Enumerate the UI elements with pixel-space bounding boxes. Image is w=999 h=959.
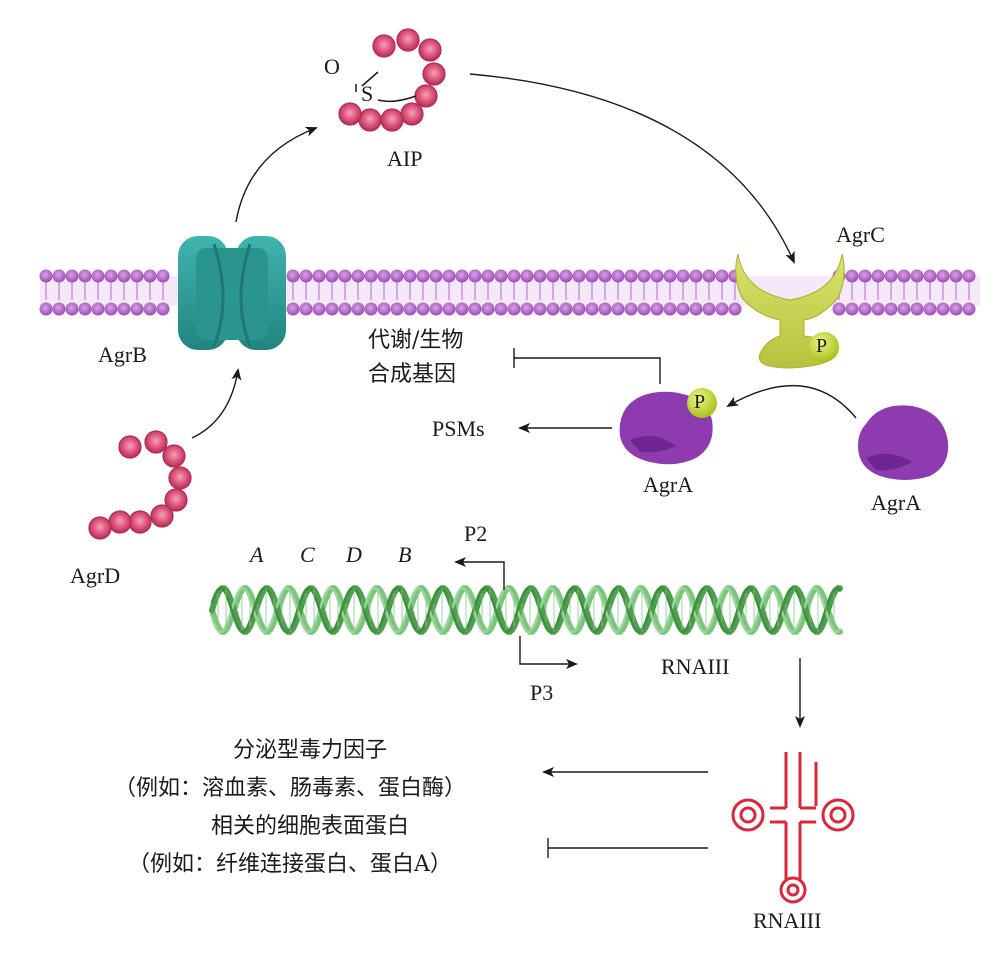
psms-label: PSMs — [432, 416, 485, 441]
aip-oxygen-label: O — [324, 54, 340, 79]
agra-unphosphorylated — [858, 405, 949, 480]
gene-c-label: C — [300, 542, 315, 567]
agrd-peptide — [88, 430, 192, 540]
rnaiii-structure — [731, 752, 855, 904]
agra-phosphate-label: P — [694, 391, 706, 413]
aip-sulfur-label: S — [361, 81, 374, 106]
aip-thioester-bond — [377, 95, 417, 103]
virulence-factors-examples: （例如：溶血素、肠毒素、蛋白酶） — [113, 776, 466, 801]
p3-promoter-label: P3 — [530, 680, 554, 705]
agra-left-label: AgrA — [643, 472, 694, 497]
gene-a-label: A — [250, 542, 264, 567]
metabolic-genes-label-line2: 合成基因 — [368, 362, 457, 387]
agrd-label: AgrD — [70, 563, 121, 588]
surface-proteins-title: 相关的细胞表面蛋白 — [210, 814, 409, 839]
agrb-label: AgrB — [98, 342, 147, 367]
agra-phosphate — [687, 388, 717, 418]
arrows — [191, 73, 857, 858]
rnaiii-molecule-label: RNAIII — [753, 908, 822, 933]
p2-promoter-label: P2 — [464, 521, 488, 546]
dna-helix — [209, 585, 843, 635]
agrc-phosphate — [809, 332, 839, 362]
virulence-factors-title: 分泌型毒力因子 — [232, 738, 387, 763]
aip-label: AIP — [387, 146, 423, 171]
agrc-label: AgrC — [836, 222, 885, 247]
gene-d-label: D — [346, 542, 362, 567]
agrb-protein — [178, 236, 286, 350]
agra-right-label: AgrA — [871, 490, 922, 515]
rnaiii-gene-label: RNAIII — [661, 654, 730, 679]
agrc-phosphate-label: P — [816, 335, 828, 357]
aip-bond-ring — [361, 71, 379, 87]
metabolic-genes-label-line1: 代谢/生物 — [368, 328, 464, 353]
gene-b-label: B — [398, 542, 412, 567]
aip-peptide — [338, 28, 446, 132]
surface-proteins-examples: （例如：纤维连接蛋白、蛋白A） — [128, 852, 452, 877]
